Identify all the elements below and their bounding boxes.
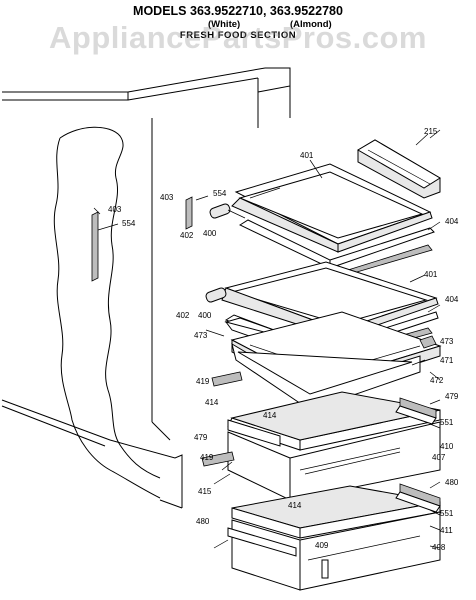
color-white-label: (White) <box>208 19 241 30</box>
label-415: 415 <box>198 487 212 496</box>
label-551-upper: 551 <box>440 418 454 427</box>
leader-lines <box>205 133 441 549</box>
label-407: 407 <box>432 453 446 462</box>
label-472: 472 <box>430 376 444 385</box>
label-419-lower: 419 <box>200 453 214 462</box>
label-409: 409 <box>315 541 329 550</box>
label-400-upper: 400 <box>203 229 217 238</box>
label-414-lower: 414 <box>288 501 302 510</box>
upper-drawer-rails <box>211 371 437 447</box>
color-almond-label: (Almond) <box>290 19 332 30</box>
section-title: FRESH FOOD SECTION <box>179 30 297 41</box>
label-554-left: 554 <box>122 219 136 228</box>
models-title: MODELS 363.9522710, 363.9522780 <box>133 4 343 18</box>
label-410: 410 <box>440 442 454 451</box>
label-408: 408 <box>432 543 446 552</box>
label-402-upper: 402 <box>180 231 194 240</box>
label-473-left: 473 <box>194 331 208 340</box>
label-480-left: 480 <box>196 517 210 526</box>
label-479-right: 479 <box>445 392 459 401</box>
label-414-middle: 414 <box>263 411 277 420</box>
label-215: 215 <box>424 127 438 136</box>
label-473-right: 473 <box>440 337 454 346</box>
upper-crisper-drawer <box>227 342 441 501</box>
label-400-middle: 400 <box>198 311 212 320</box>
door-bin <box>357 129 441 199</box>
label-401-middle: 401 <box>424 270 438 279</box>
wall-shelf-bracket <box>91 207 119 282</box>
label-404-upper: 404 <box>445 217 459 226</box>
door-gasket <box>53 126 161 499</box>
middle-shelf-support <box>205 287 227 303</box>
label-414-left: 414 <box>205 398 219 407</box>
wall-bracket-right <box>185 195 209 230</box>
label-554-right: 554 <box>213 189 227 198</box>
label-403-left: 403 <box>108 205 122 214</box>
label-411: 411 <box>440 526 453 535</box>
lower-drawer-rails <box>201 451 441 557</box>
upper-glass-shelf <box>231 163 433 253</box>
label-401-upper: 401 <box>300 151 314 160</box>
label-419-upper: 419 <box>196 377 210 386</box>
label-551-lower: 551 <box>440 509 454 518</box>
upper-shelf-frame <box>238 219 435 275</box>
part-labels: 215 401 404 403 554 402 400 403 554 401 … <box>108 127 459 552</box>
label-480-right: 480 <box>445 478 459 487</box>
label-471: 471 <box>440 356 454 365</box>
label-404-middle: 404 <box>445 295 459 304</box>
label-479-left: 479 <box>194 433 208 442</box>
upper-shelf-support <box>209 203 246 219</box>
label-403-right: 403 <box>160 193 174 202</box>
label-402-middle: 402 <box>176 311 190 320</box>
